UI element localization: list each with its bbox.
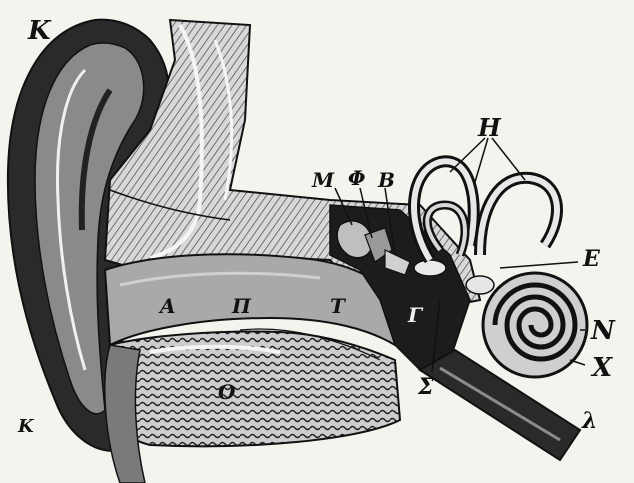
label-n: N	[591, 318, 615, 344]
label-pi: Π	[232, 296, 251, 316]
label-gamma: Γ	[408, 305, 422, 325]
label-b: B	[378, 170, 395, 190]
label-e: E	[583, 248, 600, 270]
label-h: H	[478, 116, 501, 140]
semicircular-canals	[414, 161, 557, 260]
label-lambda: λ	[582, 410, 597, 432]
label-t: T	[330, 296, 345, 316]
label-k-bottom: K	[18, 418, 34, 436]
label-o: O	[218, 382, 235, 402]
cochlea	[466, 273, 587, 377]
label-a: A	[160, 296, 176, 316]
label-k-top: K	[28, 18, 51, 44]
label-sigma: Σ	[418, 376, 434, 398]
label-m: M	[312, 170, 334, 190]
label-x: X	[592, 355, 612, 381]
label-phi: Φ	[348, 168, 365, 188]
lower-tissue	[105, 329, 400, 483]
